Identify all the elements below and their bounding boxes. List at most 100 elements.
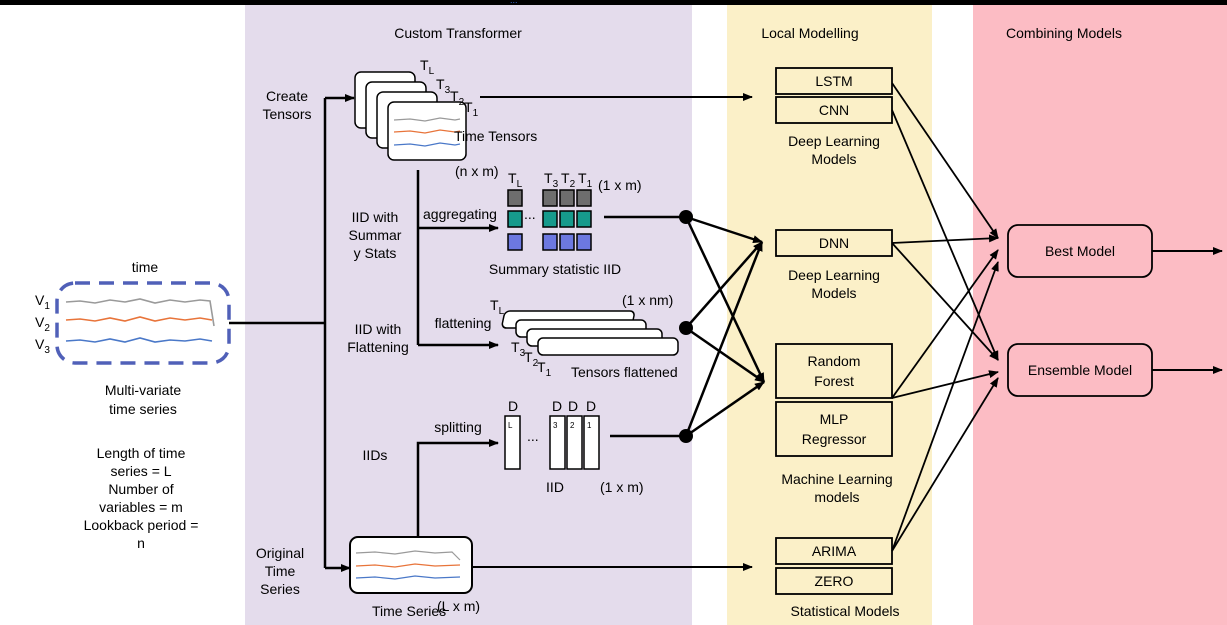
model-lstm-box: LSTM <box>775 67 893 95</box>
ml-group-line1: Machine Learning <box>781 471 892 487</box>
flat-t1-label: T1 <box>537 359 552 379</box>
branch-iid-flatten: Flattening <box>347 339 408 355</box>
dim-1nm-label: (1 x nm) <box>622 292 673 308</box>
summary-t1-label: T1 <box>578 170 593 190</box>
dl-group2-line1: Deep Learning <box>788 267 880 283</box>
note-line: Lookback period = <box>84 517 199 533</box>
time-tensors-stack <box>354 71 467 161</box>
dim-1m-label: (1 x m) <box>598 177 642 193</box>
input-series-lines <box>65 298 215 343</box>
op-aggregating: aggregating <box>423 206 497 222</box>
dim-1m-b-label: (1 x m) <box>600 479 644 495</box>
ensemble-model-box: Ensemble Model <box>1007 343 1153 397</box>
dl-group1-line1: Deep Learning <box>788 133 880 149</box>
model-cnn-box: CNN <box>775 96 893 124</box>
branch-create-tensors: Create <box>266 88 308 104</box>
flat-t3-label: T3 <box>511 339 526 359</box>
branch-iid-summary: IID with <box>352 209 399 225</box>
dim-nm-label: (n x m) <box>455 163 499 179</box>
ml-group-line2: models <box>814 489 859 505</box>
model-rf-box: Random Forest <box>775 343 893 399</box>
split-dl-label: D <box>508 398 518 414</box>
op-flattening: flattening <box>435 315 492 331</box>
branch-original: Original <box>256 545 304 561</box>
model-arima-label: ARIMA <box>812 543 857 559</box>
stat-group-label: Statistical Models <box>791 603 900 619</box>
variable-v3-label: V3 <box>35 336 50 356</box>
summary-caption: Summary statistic IID <box>489 261 621 277</box>
junction-dot <box>679 210 693 224</box>
op-splitting: splitting <box>434 419 481 435</box>
header-fragment: ... <box>510 0 518 5</box>
iid-sub-2: 2 <box>570 421 575 430</box>
variable-v1-label: V1 <box>35 292 50 312</box>
input-series-box <box>55 281 231 365</box>
tensor-t1-label: T1 <box>464 99 479 119</box>
model-zero-label: ZERO <box>815 573 854 589</box>
dim-lm-label: (L x m) <box>437 598 480 614</box>
summary-t2-label: T2 <box>561 170 576 190</box>
combining-models-panel <box>973 5 1227 625</box>
time-tensors-caption: Time Tensors <box>454 128 537 144</box>
split-d3-label: D <box>552 398 562 414</box>
iid-sub-l: L <box>508 421 513 430</box>
model-arima-box: ARIMA <box>775 537 893 565</box>
tensor-t2-label: T2 <box>450 88 465 108</box>
dl-group1-line2: Models <box>811 151 856 167</box>
trunk-connectors <box>229 94 499 572</box>
iid-sub-1: 1 <box>587 421 592 430</box>
branch-iid-summary: y Stats <box>354 245 397 261</box>
model-zero-box: ZERO <box>775 567 893 595</box>
iid-ellipsis: ... <box>527 428 539 444</box>
flattened-stack <box>501 310 679 356</box>
time-series-thumbnail <box>349 536 473 594</box>
dl-group2-line2: Models <box>811 285 856 301</box>
branch-create-tensors: Tensors <box>262 106 311 122</box>
junction-connectors <box>604 215 766 438</box>
junction-dot <box>679 429 693 443</box>
time-axis-label: time <box>132 259 159 275</box>
model-dnn-box: DNN <box>775 229 893 257</box>
model-mlp-label: MLP <box>820 411 849 427</box>
summary-grid <box>507 189 592 251</box>
time-series-caption: Time Series <box>372 603 446 619</box>
variable-v2-label: V2 <box>35 314 50 334</box>
ensemble-model-label: Ensemble Model <box>1028 362 1132 378</box>
branch-iid-summary: Summar <box>349 227 402 243</box>
summary-tl-label: TL <box>508 170 523 190</box>
model-mlp-label: Regressor <box>802 431 867 447</box>
model-rf-label: Random <box>808 353 861 369</box>
split-d1-label: D <box>586 398 596 414</box>
custom-transformer-title: Custom Transformer <box>394 25 522 41</box>
top-band <box>0 0 1227 5</box>
split-d2-label: D <box>568 398 578 414</box>
flattened-caption: Tensors flattened <box>571 364 678 380</box>
branch-original: Time <box>265 563 296 579</box>
input-caption-line2: time series <box>109 401 177 417</box>
input-caption-line1: Multi-variate <box>105 382 181 398</box>
local-modelling-title: Local Modelling <box>761 25 858 41</box>
branch-iid-flatten: IID with <box>355 321 402 337</box>
model-dnn-label: DNN <box>819 235 849 251</box>
tensor-tl-label: TL <box>420 57 435 77</box>
note-line: Length of time <box>97 445 186 461</box>
model-rf-label: Forest <box>814 373 854 389</box>
iid-columns <box>504 415 600 470</box>
tensor-t3-label: T3 <box>436 76 451 96</box>
note-line: variables = m <box>99 499 183 515</box>
model-mlp-box: MLP Regressor <box>775 401 893 457</box>
model-cnn-label: CNN <box>819 102 849 118</box>
flat-t2-label: T2 <box>524 349 539 369</box>
branch-iids: IIDs <box>363 447 388 463</box>
best-model-box: Best Model <box>1007 224 1153 278</box>
best-model-label: Best Model <box>1045 243 1115 259</box>
summary-t3-label: T3 <box>544 170 559 190</box>
iid-caption: IID <box>546 479 564 495</box>
branch-original: Series <box>260 581 300 597</box>
flat-tl-label: TL <box>490 297 505 317</box>
iid-sub-3: 3 <box>553 421 558 430</box>
junction-dot <box>679 321 693 335</box>
model-lstm-label: LSTM <box>815 73 852 89</box>
